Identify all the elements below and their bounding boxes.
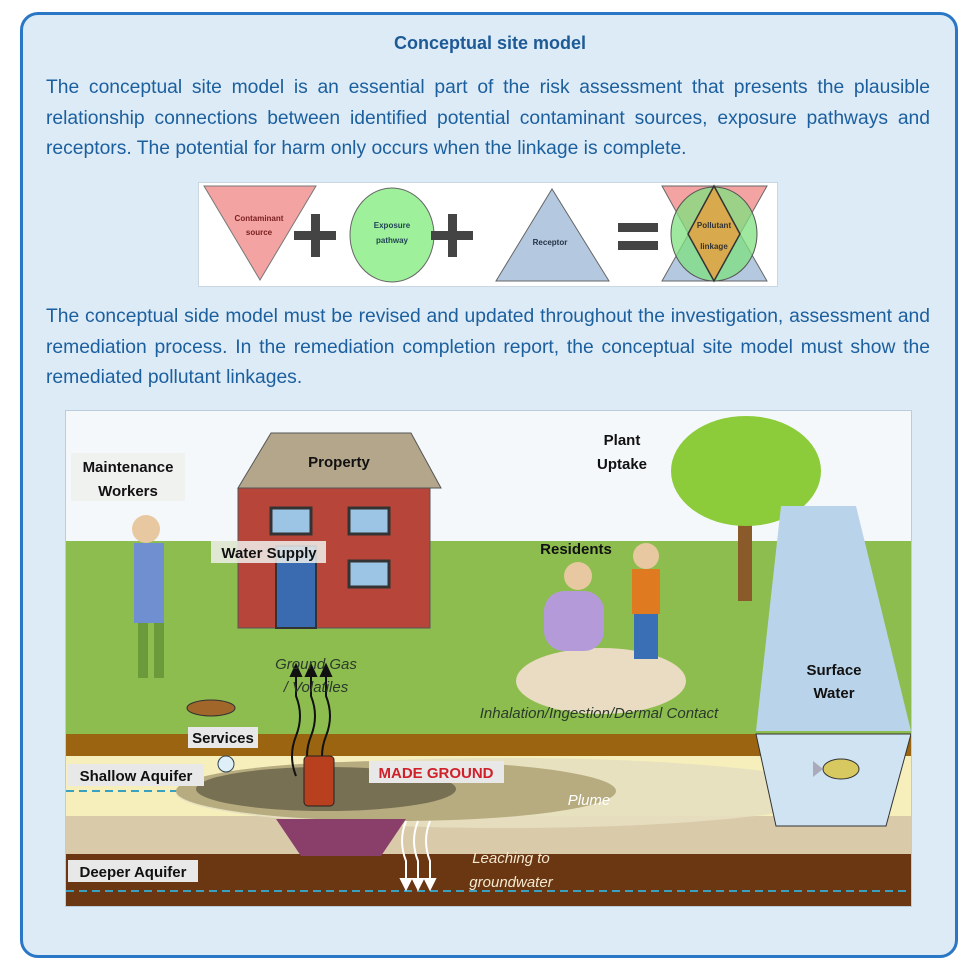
pathway-label-1: Exposure	[374, 221, 411, 230]
pathway-circle	[349, 187, 435, 283]
label-contact: Inhalation/Ingestion/Dermal Contact	[480, 705, 719, 722]
surface-water	[756, 506, 911, 731]
equals-icon	[618, 223, 658, 250]
source-label-1: Contaminant	[235, 214, 284, 223]
page-title: Conceptual site model	[393, 33, 587, 53]
linkage-label-2: linkage	[700, 242, 728, 251]
made-ground-pit	[276, 819, 406, 856]
label-deeper-aquifer: Deeper Aquifer	[80, 864, 187, 881]
label-gas-2: / Volatiles	[283, 679, 349, 696]
fish-icon	[813, 758, 860, 780]
label-surface-1: Surface	[806, 662, 861, 679]
receptor-label: Receptor	[533, 238, 568, 247]
label-residents: Residents	[540, 541, 612, 558]
leaching-arrows-icon	[399, 820, 437, 892]
label-plant-1: Plant	[604, 432, 641, 449]
label-made-ground: MADE GROUND	[379, 765, 494, 782]
label-gas-1: Ground Gas	[275, 656, 357, 673]
label-plant-2: Uptake	[597, 456, 647, 473]
linkage-label-1: Pollutant	[697, 221, 732, 230]
linkage-equation: Contaminant source Exposure pathway Rece…	[198, 182, 778, 287]
label-services: Services	[192, 730, 254, 747]
label-leaching-1: Leaching to	[472, 850, 550, 867]
label-leaching-2: groundwater	[469, 874, 553, 891]
maintenance-worker	[132, 515, 164, 678]
source-label-2: source	[246, 228, 273, 237]
tree	[671, 416, 821, 601]
services-pipe	[217, 755, 235, 773]
label-plume: Plume	[568, 792, 611, 809]
garden-patch	[516, 648, 686, 714]
conceptual-site-diagram: Maintenance Workers Property Plant Uptak…	[65, 410, 912, 907]
manhole	[186, 699, 236, 717]
label-maintenance-1: Maintenance	[83, 459, 174, 476]
leaking-drum-icon	[303, 755, 335, 807]
label-property: Property	[308, 454, 370, 471]
label-shallow-aquifer: Shallow Aquifer	[80, 768, 193, 785]
deeper-aquifer-layer	[66, 854, 911, 906]
label-water-supply: Water Supply	[221, 545, 317, 562]
linkage-symbol	[661, 184, 768, 283]
label-maintenance-2: Workers	[98, 483, 158, 500]
intro-paragraph: The conceptual site model is an essentia…	[46, 77, 930, 159]
gas-arrows-icon	[289, 662, 333, 777]
residents-figures	[544, 543, 660, 659]
label-surface-2: Water	[813, 685, 854, 702]
revision-paragraph: The conceptual side model must be revise…	[46, 306, 930, 388]
receptor-triangle	[495, 188, 610, 282]
source-triangle	[203, 185, 317, 281]
pathway-label-2: pathway	[376, 236, 409, 245]
plus-icon	[294, 214, 336, 257]
plus-icon	[431, 214, 473, 257]
